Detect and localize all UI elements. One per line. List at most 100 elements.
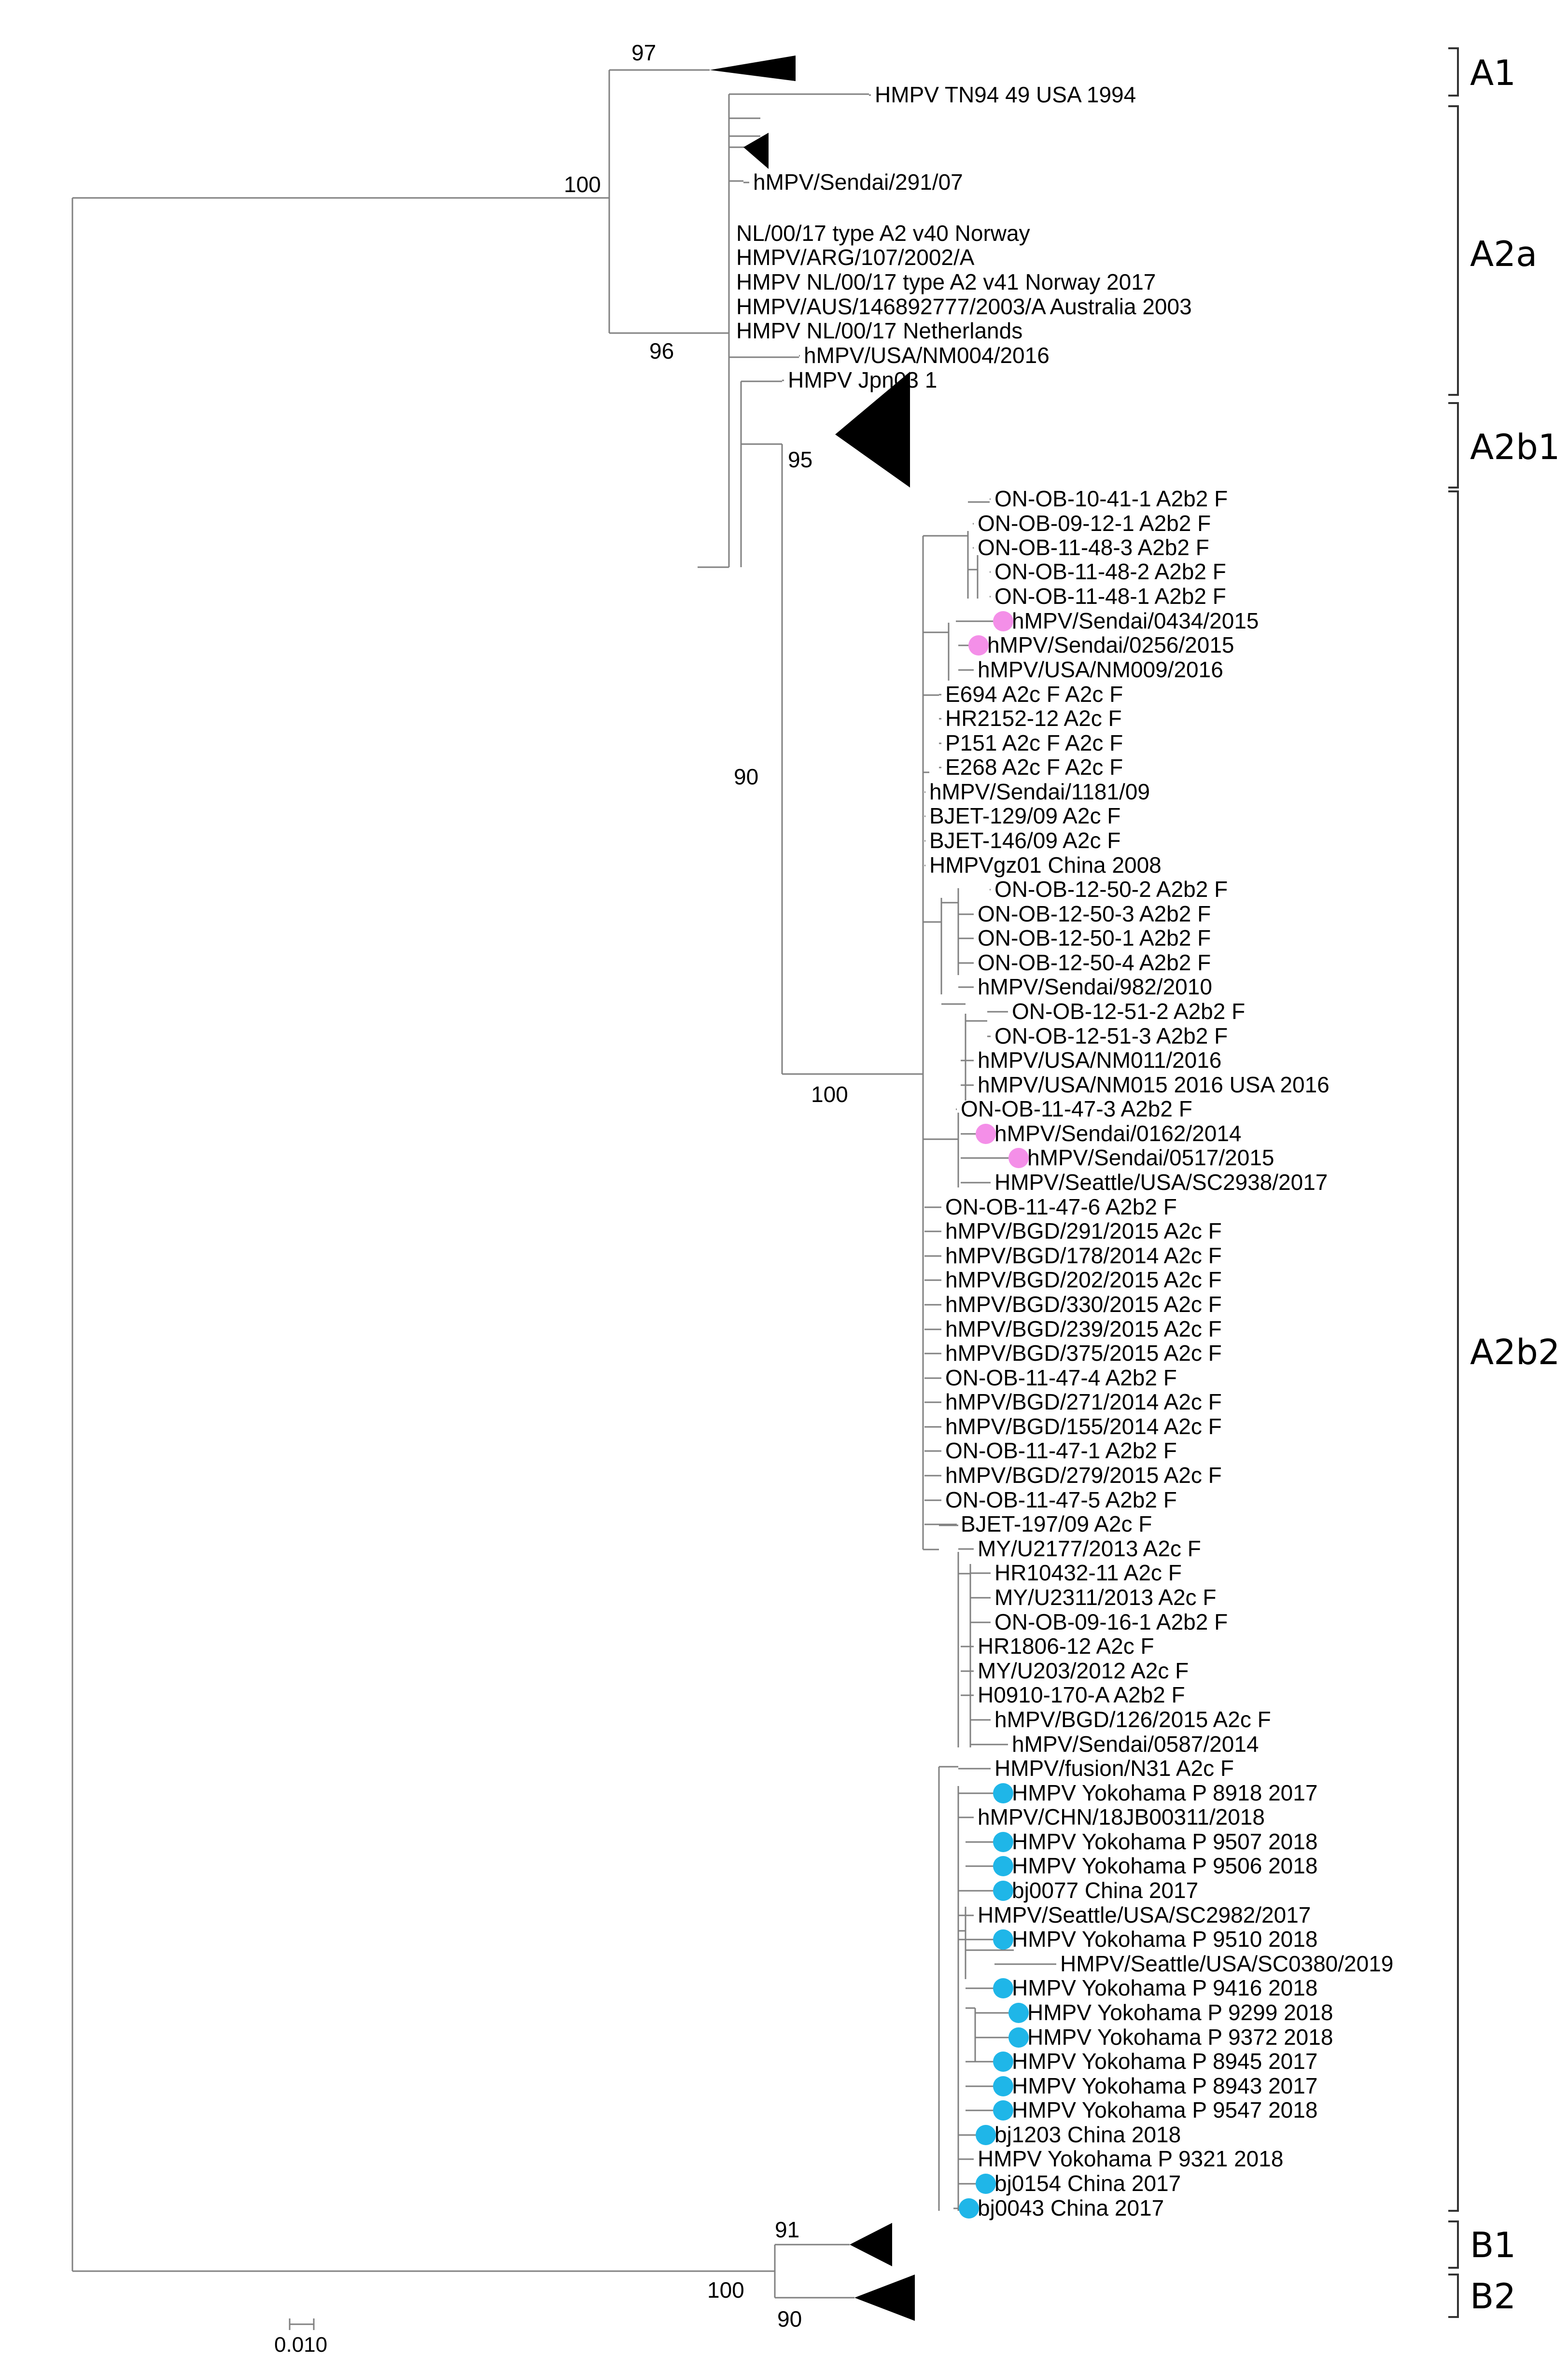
tip-label: hMPV/Sendai/0517/2015 (1027, 1145, 1274, 1170)
tip-label: HR10432-11 A2c F (994, 1560, 1182, 1585)
clade-bracket (1448, 490, 1459, 2212)
tip-marker (976, 2174, 996, 2194)
tip-marker (993, 1783, 1013, 1803)
tip-label: H0910-170-A A2b2 F (978, 1682, 1185, 1707)
tip-label: MY/U203/2012 A2c F (978, 1658, 1189, 1683)
tip-marker (993, 1856, 1013, 1876)
collapsed-clade-B2 (854, 2275, 915, 2321)
tip-marker (993, 1978, 1013, 1998)
tip-label: ON-OB-11-48-1 A2b2 F (994, 584, 1226, 609)
collapsed-clades (710, 56, 915, 2321)
bootstrap-value: 90 (734, 764, 758, 789)
tip-label: ON-OB-11-47-1 A2b2 F (945, 1438, 1177, 1463)
tip-label: hMPV/BGD/279/2015 A2c F (945, 1463, 1222, 1488)
tip-label: bj0043 China 2017 (978, 2195, 1164, 2220)
tip-label: P151 A2c F A2c F (945, 730, 1123, 755)
tip-label: HMPV Yokohama P 9416 2018 (1012, 1975, 1317, 2000)
tip-label: HMPV/Seattle/USA/SC2982/2017 (978, 1902, 1311, 1927)
tip-label: hMPV/USA/NM004/2016 (804, 343, 1050, 368)
tip-label: ON-OB-11-47-6 A2b2 F (945, 1194, 1177, 1219)
tip-label: HMPV Yokohama P 9510 2018 (1012, 1926, 1317, 1952)
tip-label: HR1806-12 A2c F (978, 1633, 1154, 1659)
tip-label: ON-OB-11-48-2 A2b2 F (994, 559, 1226, 584)
tip-label: HMPV Yokohama P 9507 2018 (1012, 1829, 1317, 1854)
clade-label: B2 (1470, 2276, 1516, 2317)
tip-label: hMPV/Sendai/1181/09 (929, 779, 1150, 804)
tip-label: HMPV/AUS/146892777/2003/A Australia 2003 (736, 294, 1192, 319)
tip-marker (993, 2052, 1013, 2072)
tip-label: HMPV Jpn03 1 (788, 367, 937, 392)
tip-label: HMPV/Seattle/USA/SC2938/2017 (994, 1170, 1328, 1195)
tip-marker (993, 2100, 1013, 2121)
tip-marker (976, 2125, 996, 2145)
tip-label: hMPV/BGD/202/2015 A2c F (945, 1267, 1222, 1292)
tip-marker (968, 635, 989, 656)
bootstrap-value: 100 (811, 1082, 848, 1107)
tip-label: hMPV/Sendai/0256/2015 (987, 632, 1234, 657)
bootstrap-value: 90 (777, 2306, 802, 2331)
tip-label: HMPV Yokohama P 8945 2017 (1012, 2049, 1317, 2074)
tip-label: hMPV/USA/NM015 2016 USA 2016 (978, 1072, 1330, 1097)
tip-label: ON-OB-12-51-2 A2b2 F (1012, 999, 1245, 1024)
tip-label: HMPV Yokohama P 9547 2018 (1012, 2097, 1317, 2122)
tip-marker (959, 2198, 979, 2219)
tip-label: HMPV TN94 49 USA 1994 (875, 82, 1136, 107)
tip-marker (993, 1832, 1013, 1852)
bootstrap-value: 96 (649, 338, 674, 363)
tip-label: E268 A2c F A2c F (945, 754, 1123, 780)
tip-label: ON-OB-12-50-1 A2b2 F (978, 925, 1211, 950)
tip-marker (1008, 2027, 1029, 2048)
tip-label: ON-OB-10-41-1 A2b2 F (994, 486, 1228, 511)
clade-bracket (1448, 2274, 1459, 2318)
tip-label: ON-OB-11-47-3 A2b2 F (961, 1096, 1192, 1121)
tip-label: hMPV/BGD/375/2015 A2c F (945, 1340, 1222, 1366)
tip-marker (1008, 2003, 1029, 2023)
scale-bar: 0.010 (274, 2318, 327, 2357)
tip-label: ON-OB-11-48-3 A2b2 F (978, 535, 1209, 560)
tip-label: hMPV/BGD/155/2014 A2c F (945, 1414, 1222, 1439)
tip-label: HMPV Yokohama P 8918 2017 (1012, 1780, 1317, 1805)
tip-label: HMPV/Seattle/USA/SC0380/2019 (1060, 1951, 1393, 1976)
tip-label: NL/00/17 type A2 v40 Norway (736, 221, 1030, 246)
tip-label: hMPV/USA/NM011/2016 (978, 1047, 1221, 1073)
tip-label: HMPV/fusion/N31 A2c F (994, 1756, 1234, 1781)
tip-label: HMPV Yokohama P 8943 2017 (1012, 2073, 1317, 2098)
tip-label: ON-OB-12-50-4 A2b2 F (978, 950, 1211, 975)
tip-label: hMPV/BGD/178/2014 A2c F (945, 1243, 1222, 1268)
tip-label: bj0077 China 2017 (1012, 1878, 1198, 1903)
tip-label: ON-OB-12-50-2 A2b2 F (994, 877, 1228, 902)
tip-labels: HMPV TN94 49 USA 1994 hMPV/Sendai/291/07N… (736, 82, 1393, 2220)
tip-label: HMPV NL/00/17 type A2 v41 Norway 2017 (736, 269, 1156, 294)
tip-label: E694 A2c F A2c F (945, 682, 1123, 707)
collapsed-clade-B1 (850, 2223, 892, 2266)
tip-marker (976, 1124, 996, 1144)
tip-label: HMPV Yokohama P 9321 2018 (978, 2146, 1283, 2171)
tip-label: hMPV/Sendai/0434/2015 (1012, 608, 1259, 633)
tip-label: HMPV Yokohama P 9506 2018 (1012, 1853, 1317, 1878)
tip-label: HMPV Yokohama P 9299 2018 (1027, 2000, 1333, 2025)
tip-label: hMPV/Sendai/982/2010 (978, 974, 1212, 999)
tip-label: ON-OB-12-51-3 A2b2 F (994, 1023, 1228, 1048)
clade-bracket (1448, 2220, 1459, 2269)
tip-label: MY/U2311/2013 A2c F (994, 1585, 1216, 1610)
clade-bracket (1448, 47, 1459, 97)
tip-label: HR2152-12 A2c F (945, 706, 1122, 731)
tip-label: hMPV/BGD/330/2015 A2c F (945, 1292, 1222, 1317)
tip-label: hMPV/Sendai/291/07 (753, 169, 963, 195)
tip-marker (1008, 1148, 1029, 1168)
bootstrap-value: 95 (788, 447, 812, 472)
clade-label: A2a (1470, 234, 1537, 274)
tip-marker (993, 2076, 1013, 2096)
tip-label: hMPV/Sendai/0587/2014 (1012, 1731, 1259, 1757)
clade-bracket (1448, 105, 1459, 396)
tip-label: BJET-146/09 A2c F (929, 828, 1120, 853)
bootstrap-value: 100 (564, 172, 601, 197)
tip-label: hMPV/Sendai/0162/2014 (994, 1121, 1242, 1146)
collapsed-clade-A2b1 (835, 372, 910, 488)
tip-label: hMPV/BGD/239/2015 A2c F (945, 1316, 1222, 1341)
clade-label: A2b2 (1470, 1332, 1560, 1372)
tip-label: HMPV/ARG/107/2002/A (736, 245, 975, 270)
clade-label: B1 (1470, 2225, 1516, 2265)
clade-label: A2b1 (1470, 427, 1560, 467)
